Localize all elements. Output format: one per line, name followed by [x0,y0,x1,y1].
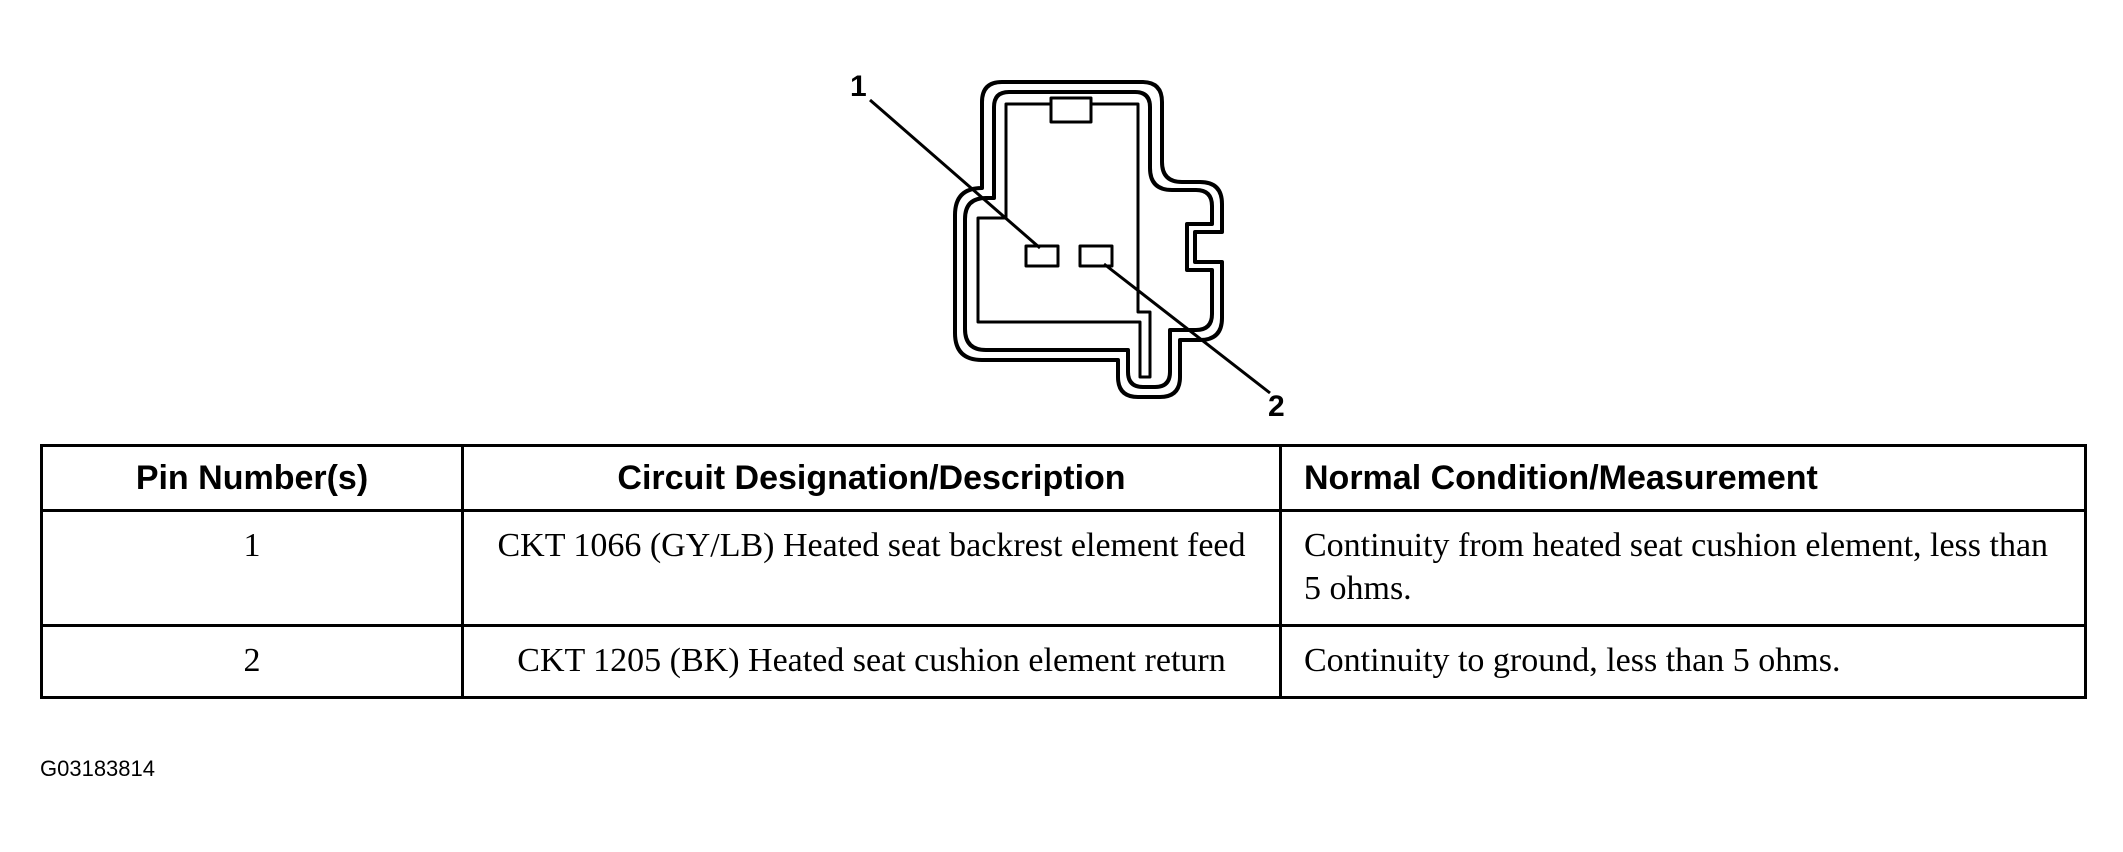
connector-latch [1049,96,1093,124]
connector-housing-outer [953,80,1224,399]
pin-number-cell: 1 [40,509,464,627]
header-pin-number: Pin Number(s) [40,444,464,512]
pin-2-cavity [1078,244,1114,268]
pin-1-callout: 1 [850,70,867,103]
pin-2-callout: 2 [1268,390,1285,423]
pin-number-cell: 2 [40,624,464,699]
header-normal-condition: Normal Condition/Measurement [1279,444,2087,512]
figure-id: G03183814 [40,756,155,781]
table-row: 2 CKT 1205 (BK) Heated seat cushion elem… [40,624,2087,699]
circuit-description-cell: CKT 1205 (BK) Heated seat cushion elemen… [461,624,1282,699]
connector-housing-inner [976,102,1152,379]
pinout-table: Pin Number(s) Circuit Designation/Descri… [40,444,2087,699]
connector-housing-middle [963,90,1214,389]
pin-1-cavity [1024,244,1060,268]
connector-face-diagram: 1 2 [850,70,1285,423]
table-header-row: Pin Number(s) Circuit Designation/Descri… [40,444,2087,512]
pin-2-leader-line [1103,262,1271,395]
normal-condition-cell: Continuity from heated seat cushion elem… [1279,509,2087,627]
mold-mark [1115,358,1119,362]
table-row: 1 CKT 1066 (GY/LB) Heated seat backrest … [40,509,2087,627]
normal-condition-cell: Continuity to ground, less than 5 ohms. [1279,624,2087,699]
circuit-description-cell: CKT 1066 (GY/LB) Heated seat backrest el… [461,509,1282,627]
pin-1-leader-line [869,98,1041,250]
header-circuit-description: Circuit Designation/Description [461,444,1282,512]
